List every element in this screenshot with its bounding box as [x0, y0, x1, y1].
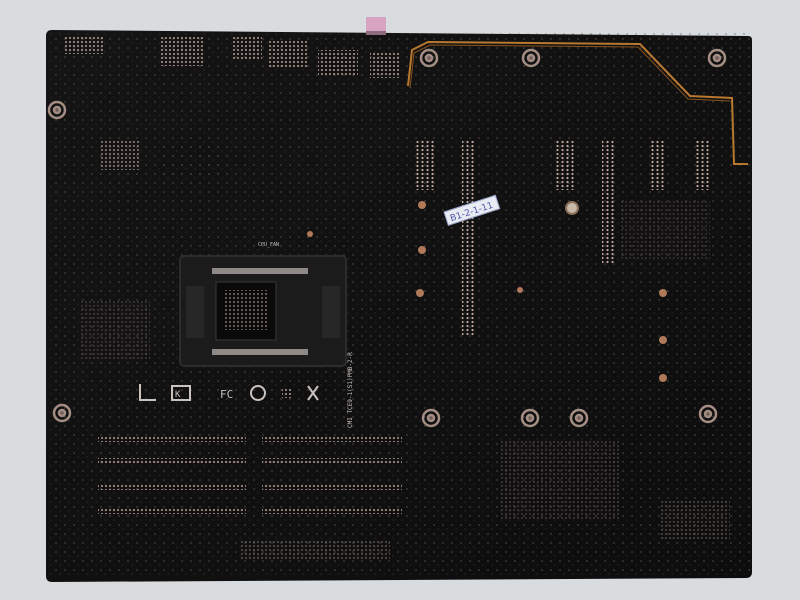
weee-bin-icon [307, 385, 319, 401]
via-field [48, 32, 750, 578]
compliance-mark-icon [139, 384, 156, 401]
copper-trace-inner [409, 44, 731, 102]
ce-mark-icon: K [171, 385, 191, 401]
symbol-grid [282, 388, 292, 398]
recycle-icon [250, 385, 266, 401]
smd-clusters [80, 140, 730, 560]
silkscreen-code: CMI TCE9-1(S1)PMB-2-R [347, 352, 354, 428]
svg-text:K: K [175, 390, 181, 400]
rear-connector-shadow [366, 31, 386, 35]
rear-io-pins [65, 36, 400, 78]
rear-connector-pink [366, 17, 386, 35]
silkscreen-cpu-label: CPU_FAN [258, 242, 279, 248]
large-pad [565, 201, 579, 215]
pcie-slot-pins [414, 140, 711, 336]
mounting-holes [47, 48, 727, 428]
svg-text:FC: FC [220, 388, 233, 401]
dimm-slot-pins [98, 436, 402, 514]
copper-trace [407, 40, 748, 165]
fc-mark-icon: FC [220, 388, 233, 401]
cpu-socket-backplate [179, 255, 347, 367]
